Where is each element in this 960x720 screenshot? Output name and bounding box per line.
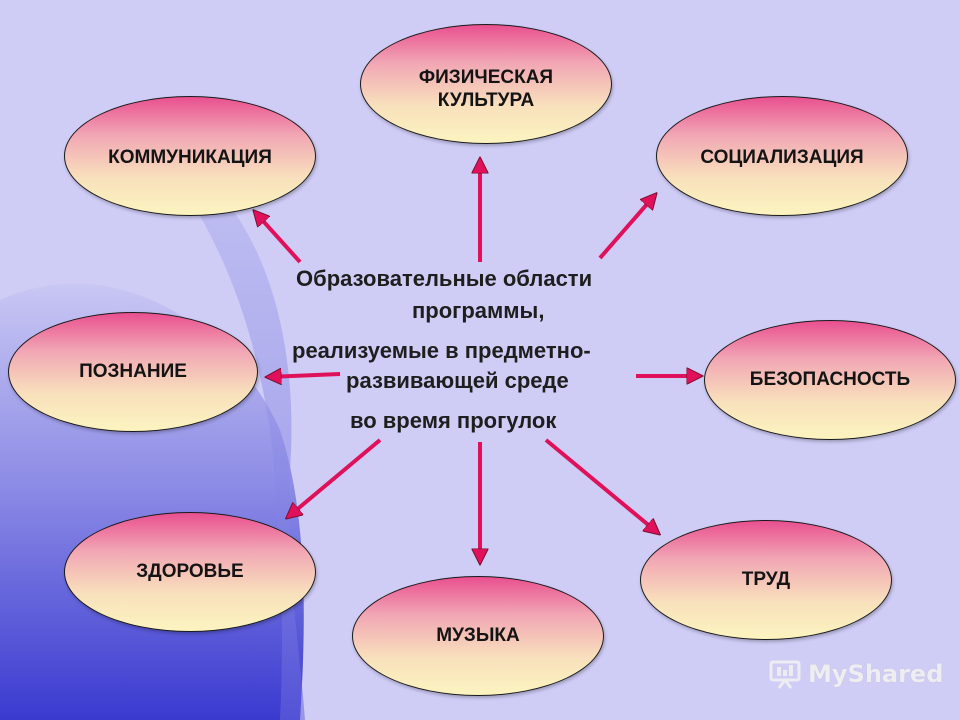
- node-safety: БЕЗОПАСНОСТЬ: [704, 320, 956, 440]
- node-label: ФИЗИЧЕСКАЯ КУЛЬТУРА: [418, 67, 554, 111]
- center-text-line-4: развивающей среде: [346, 368, 569, 393]
- node-labor: ТРУД: [640, 520, 892, 640]
- watermark-text: MyShared: [808, 660, 944, 688]
- node-label: МУЗЫКА: [436, 624, 520, 646]
- node-health: ЗДОРОВЬЕ: [64, 512, 316, 632]
- corner-inner-sweep: [150, 140, 305, 720]
- node-label: ПОЗНАНИЕ: [79, 360, 187, 382]
- arrow-to-cognition: [268, 374, 341, 377]
- node-cognition: ПОЗНАНИЕ: [8, 312, 258, 432]
- arrow-to-communication: [255, 212, 302, 264]
- center-text-line-5: во время прогулок: [350, 408, 557, 433]
- presentation-icon: [769, 660, 801, 689]
- node-label: СОЦИАЛИЗАЦИЯ: [700, 146, 864, 168]
- arrow-to-health: [288, 438, 382, 517]
- node-physical-culture: ФИЗИЧЕСКАЯ КУЛЬТУРА: [360, 24, 612, 144]
- node-communication: КОММУНИКАЦИЯ: [64, 96, 316, 216]
- node-label: БЕЗОПАСНОСТЬ: [749, 368, 911, 390]
- center-text-line-1: Образовательные области: [296, 266, 593, 291]
- center-text-line-3: реализуемые в предметно-: [292, 338, 591, 363]
- node-label: ЗДОРОВЬЕ: [136, 560, 244, 582]
- arrow-to-socialization: [598, 195, 655, 260]
- node-label: ТРУД: [741, 568, 791, 590]
- node-socialization: СОЦИАЛИЗАЦИЯ: [656, 96, 908, 216]
- node-music: МУЗЫКА: [352, 576, 604, 696]
- watermark: MyShared: [768, 656, 943, 692]
- center-text-line-2: программы,: [412, 298, 545, 323]
- node-label: КОММУНИКАЦИЯ: [108, 146, 272, 168]
- arrow-to-labor: [544, 438, 658, 533]
